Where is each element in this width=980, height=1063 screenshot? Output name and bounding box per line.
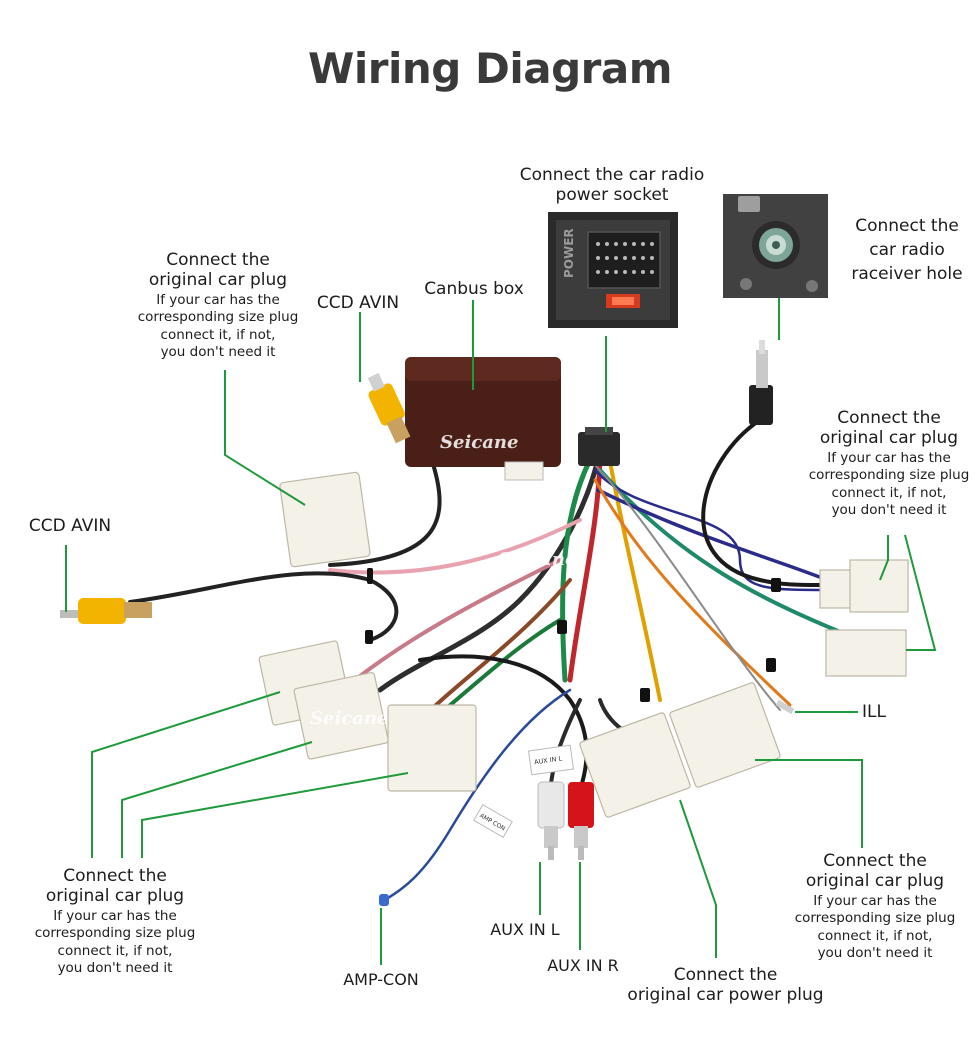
plug-label-bottom-left: Connect the original car plug If your ca…	[22, 866, 208, 978]
rca-left	[60, 598, 152, 624]
aux-in-l-label: AUX IN L	[490, 920, 560, 939]
plug-label-top-left: Connect the original car plug If your ca…	[128, 250, 308, 362]
page-title: Wiring Diagram	[308, 44, 672, 93]
plug-heading: Connect the original car plug	[819, 408, 959, 449]
canbus-label: Canbus box	[424, 279, 524, 299]
stickers: AUX IN L AMP CON	[473, 744, 575, 838]
ccd-avin-left-label: CCD AVIN	[28, 516, 112, 536]
ccd-avin-top-label: CCD AVIN	[316, 293, 400, 313]
aux-in-r-label: AUX IN R	[547, 956, 619, 975]
plug-note: If your car has the corresponding size p…	[808, 449, 970, 519]
svg-text:POWER: POWER	[562, 228, 576, 278]
plug-note: If your car has the corresponding size p…	[34, 907, 196, 977]
ill-label: ILL	[862, 702, 886, 722]
plug-label-top-right: Connect the original car plug If your ca…	[798, 408, 980, 520]
svg-text:Seicane: Seicane	[310, 708, 388, 729]
leader-lines	[65, 298, 937, 965]
harness-top-connector	[578, 427, 620, 466]
amp-con-label: AMP-CON	[343, 970, 419, 989]
svg-text:AUX IN L: AUX IN L	[534, 754, 563, 766]
radio-hole-label: Connect the car radio raceiver hole	[851, 216, 963, 285]
canbus-box-graphic	[405, 357, 561, 481]
receiver-hole-photo	[723, 194, 828, 298]
plug-heading: Connect the original car plug	[148, 250, 288, 291]
power-socket-photo: POWER	[548, 212, 678, 328]
svg-text:Seicane: Seicane	[440, 432, 518, 453]
plug-label-bottom-right: Connect the original car plug If your ca…	[780, 851, 970, 963]
svg-text:Seicane: Seicane	[498, 549, 576, 570]
white-connectors	[258, 471, 909, 818]
rca-top	[367, 372, 411, 444]
aux-rca-plugs	[537, 781, 594, 860]
plug-note: If your car has the corresponding size p…	[137, 291, 299, 361]
plug-heading: Connect the original car plug	[45, 866, 185, 907]
antenna-plug	[749, 340, 773, 425]
radio-power-label: Connect the car radio power socket	[519, 165, 705, 206]
plug-heading: Connect the original car plug	[805, 851, 945, 892]
plug-note: If your car has the corresponding size p…	[794, 892, 956, 962]
power-plug-label: Connect the original car power plug	[627, 965, 824, 1006]
